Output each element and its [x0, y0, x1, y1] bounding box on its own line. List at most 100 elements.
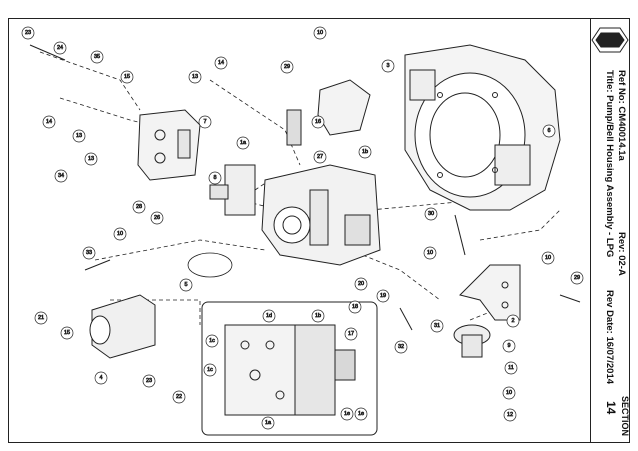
section-label: SECTION	[620, 396, 630, 437]
oem-logo	[591, 27, 629, 53]
svg-text:8: 8	[213, 175, 216, 181]
callout-1a-inset: 1a	[261, 416, 275, 430]
svg-text:10: 10	[545, 255, 551, 261]
callout-1e-a: 1e	[340, 407, 354, 421]
callout-13a: 13	[188, 70, 202, 84]
callout-1c-a: 1c	[205, 334, 219, 348]
svg-text:35: 35	[94, 54, 100, 60]
callout-28: 28	[132, 200, 146, 214]
svg-text:13: 13	[76, 133, 82, 139]
svg-text:24: 24	[57, 45, 63, 51]
svg-text:14: 14	[46, 119, 52, 125]
section-number: 14	[604, 401, 618, 415]
svg-text:1b: 1b	[362, 149, 368, 155]
callout-34: 34	[54, 169, 68, 183]
callout-1b-inset: 1b	[311, 309, 325, 323]
svg-text:4: 4	[99, 375, 102, 381]
valve-block	[137, 109, 201, 181]
svg-text:33: 33	[86, 250, 92, 256]
callout-2: 2	[506, 314, 520, 328]
detail-inset	[201, 301, 378, 436]
callout-35: 35	[90, 50, 104, 64]
svg-text:31: 31	[434, 323, 440, 329]
callout-14a: 14	[214, 56, 228, 70]
callout-9: 9	[502, 339, 516, 353]
callout-1b: 1b	[358, 145, 372, 159]
callout-31: 31	[430, 319, 444, 333]
svg-text:1e: 1e	[344, 411, 350, 417]
callout-23a: 23	[21, 26, 35, 40]
svg-text:12: 12	[507, 412, 513, 418]
svg-text:13: 13	[192, 74, 198, 80]
bell-housing	[404, 44, 561, 211]
svg-text:13: 13	[88, 156, 94, 162]
callout-27: 27	[313, 150, 327, 164]
svg-text:10: 10	[317, 30, 323, 36]
svg-text:23: 23	[25, 30, 31, 36]
callout-21: 21	[34, 311, 48, 325]
callout-19: 19	[376, 289, 390, 303]
svg-text:5: 5	[184, 282, 187, 288]
svg-text:18: 18	[352, 304, 358, 310]
svg-text:1a: 1a	[240, 140, 247, 146]
svg-text:17: 17	[348, 331, 354, 337]
callout-10a: 10	[313, 26, 327, 40]
svg-text:7: 7	[203, 119, 206, 125]
callout-16: 16	[311, 115, 325, 129]
callout-1a: 1a	[236, 136, 250, 150]
svg-text:1e: 1e	[358, 411, 364, 417]
svg-text:32: 32	[398, 344, 404, 350]
svg-text:9: 9	[507, 343, 510, 349]
callout-10d: 10	[541, 251, 555, 265]
bracket	[459, 264, 521, 321]
svg-text:2: 2	[511, 318, 514, 324]
callout-17: 17	[344, 327, 358, 341]
svg-text:16: 16	[315, 119, 321, 125]
main-pump	[261, 109, 381, 266]
callout-23b: 23	[142, 374, 156, 388]
revision-date: Rev Date: 16/07/2014	[604, 290, 615, 385]
tensioner	[453, 324, 491, 358]
callout-33: 33	[82, 246, 96, 260]
callout-24: 24	[53, 41, 67, 55]
revision: Rev: 02-A	[616, 232, 627, 276]
callout-6: 6	[542, 124, 556, 138]
callout-15b: 15	[60, 326, 74, 340]
callout-30: 30	[424, 207, 438, 221]
callout-11: 11	[504, 361, 518, 375]
svg-text:15: 15	[64, 330, 70, 336]
callout-1e-b: 1e	[354, 407, 368, 421]
callout-13b: 13	[72, 129, 86, 143]
svg-text:23: 23	[146, 378, 152, 384]
callout-balloons: 23 24 35 15 13 14 29 10 3 14 13 7 16 6 1…	[21, 26, 584, 430]
callout-20: 20	[354, 277, 368, 291]
svg-text:21: 21	[38, 315, 44, 321]
svg-text:1c: 1c	[209, 338, 215, 344]
solenoid-block	[209, 164, 256, 216]
svg-text:10: 10	[427, 250, 433, 256]
svg-text:10: 10	[506, 390, 512, 396]
drawing-frame	[8, 18, 630, 443]
svg-text:11: 11	[508, 365, 514, 371]
svg-text:20: 20	[358, 281, 364, 287]
svg-text:27: 27	[317, 154, 323, 160]
svg-text:14: 14	[218, 60, 224, 66]
svg-text:15: 15	[124, 74, 130, 80]
svg-text:1d: 1d	[266, 313, 272, 319]
gear-pump	[89, 294, 156, 359]
svg-text:1a: 1a	[265, 420, 272, 426]
callout-22: 22	[172, 390, 186, 404]
callout-18: 18	[348, 300, 362, 314]
callout-29b: 29	[570, 271, 584, 285]
svg-text:28: 28	[136, 204, 142, 210]
ref-number: Ref No: CM40014.1a	[616, 70, 627, 161]
callout-26: 26	[150, 211, 164, 225]
bolts	[29, 44, 581, 331]
svg-text:19: 19	[380, 293, 386, 299]
svg-text:3: 3	[386, 63, 389, 69]
svg-text:26: 26	[154, 215, 160, 221]
pump-mount	[317, 79, 371, 136]
callout-15a: 15	[120, 70, 134, 84]
drawing-title: Title: Pump/Bell Housing Assembly - LPG	[604, 70, 615, 258]
